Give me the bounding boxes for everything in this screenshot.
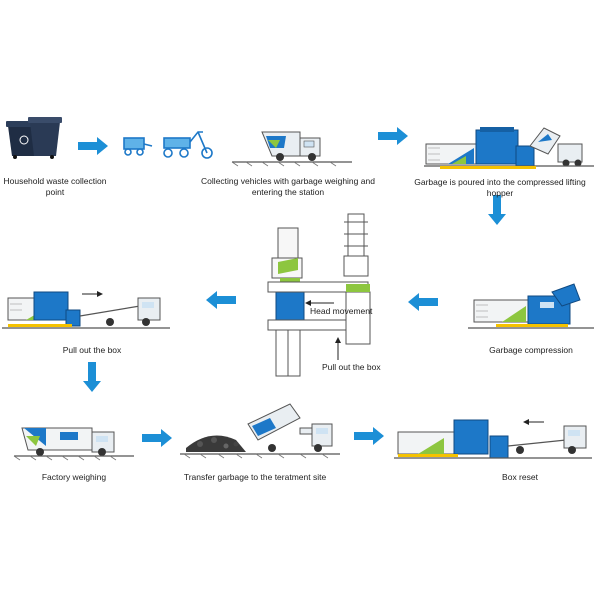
head-movement-label: Head movement [310,306,373,316]
flow-arrow-8 [354,427,384,445]
collection-truck-icon [231,131,352,167]
label-step-2: Collecting vehicles with garbage weighin… [201,176,375,197]
pull-out-box-label: Pull out the box [322,362,381,372]
label-step-1: Household waste collection point [3,176,107,197]
label-step-6: Factory weighing [41,472,107,482]
label-step-3: Garbage is poured into the compressed li… [414,177,586,198]
flow-arrow-2 [378,127,408,145]
label-step-5: Pull out the box [62,345,122,355]
pull-out-truck-icon [2,291,170,329]
box-reset-icon [394,419,592,459]
flow-arrow-3 [488,195,506,225]
dump-truck-icon [180,403,340,459]
flow-arrow-1 [78,137,108,155]
label-step-4: Garbage compression [489,345,573,355]
flow-arrow-6 [83,362,101,392]
hopper-station-icon [424,127,594,169]
flow-arrow-5 [206,291,236,309]
mechanism-diagram [267,213,371,377]
flow-arrow-4 [408,293,438,311]
collection-carts-icon [123,131,213,159]
flow-arrows [78,127,506,447]
waste-bins-icon [6,117,62,159]
compression-station-icon [468,283,594,329]
flow-arrow-7 [142,429,172,447]
weighing-truck-icon [13,427,134,461]
label-step-7: Transfer garbage to the teratment site [183,472,327,482]
label-step-8: Box reset [502,472,538,482]
